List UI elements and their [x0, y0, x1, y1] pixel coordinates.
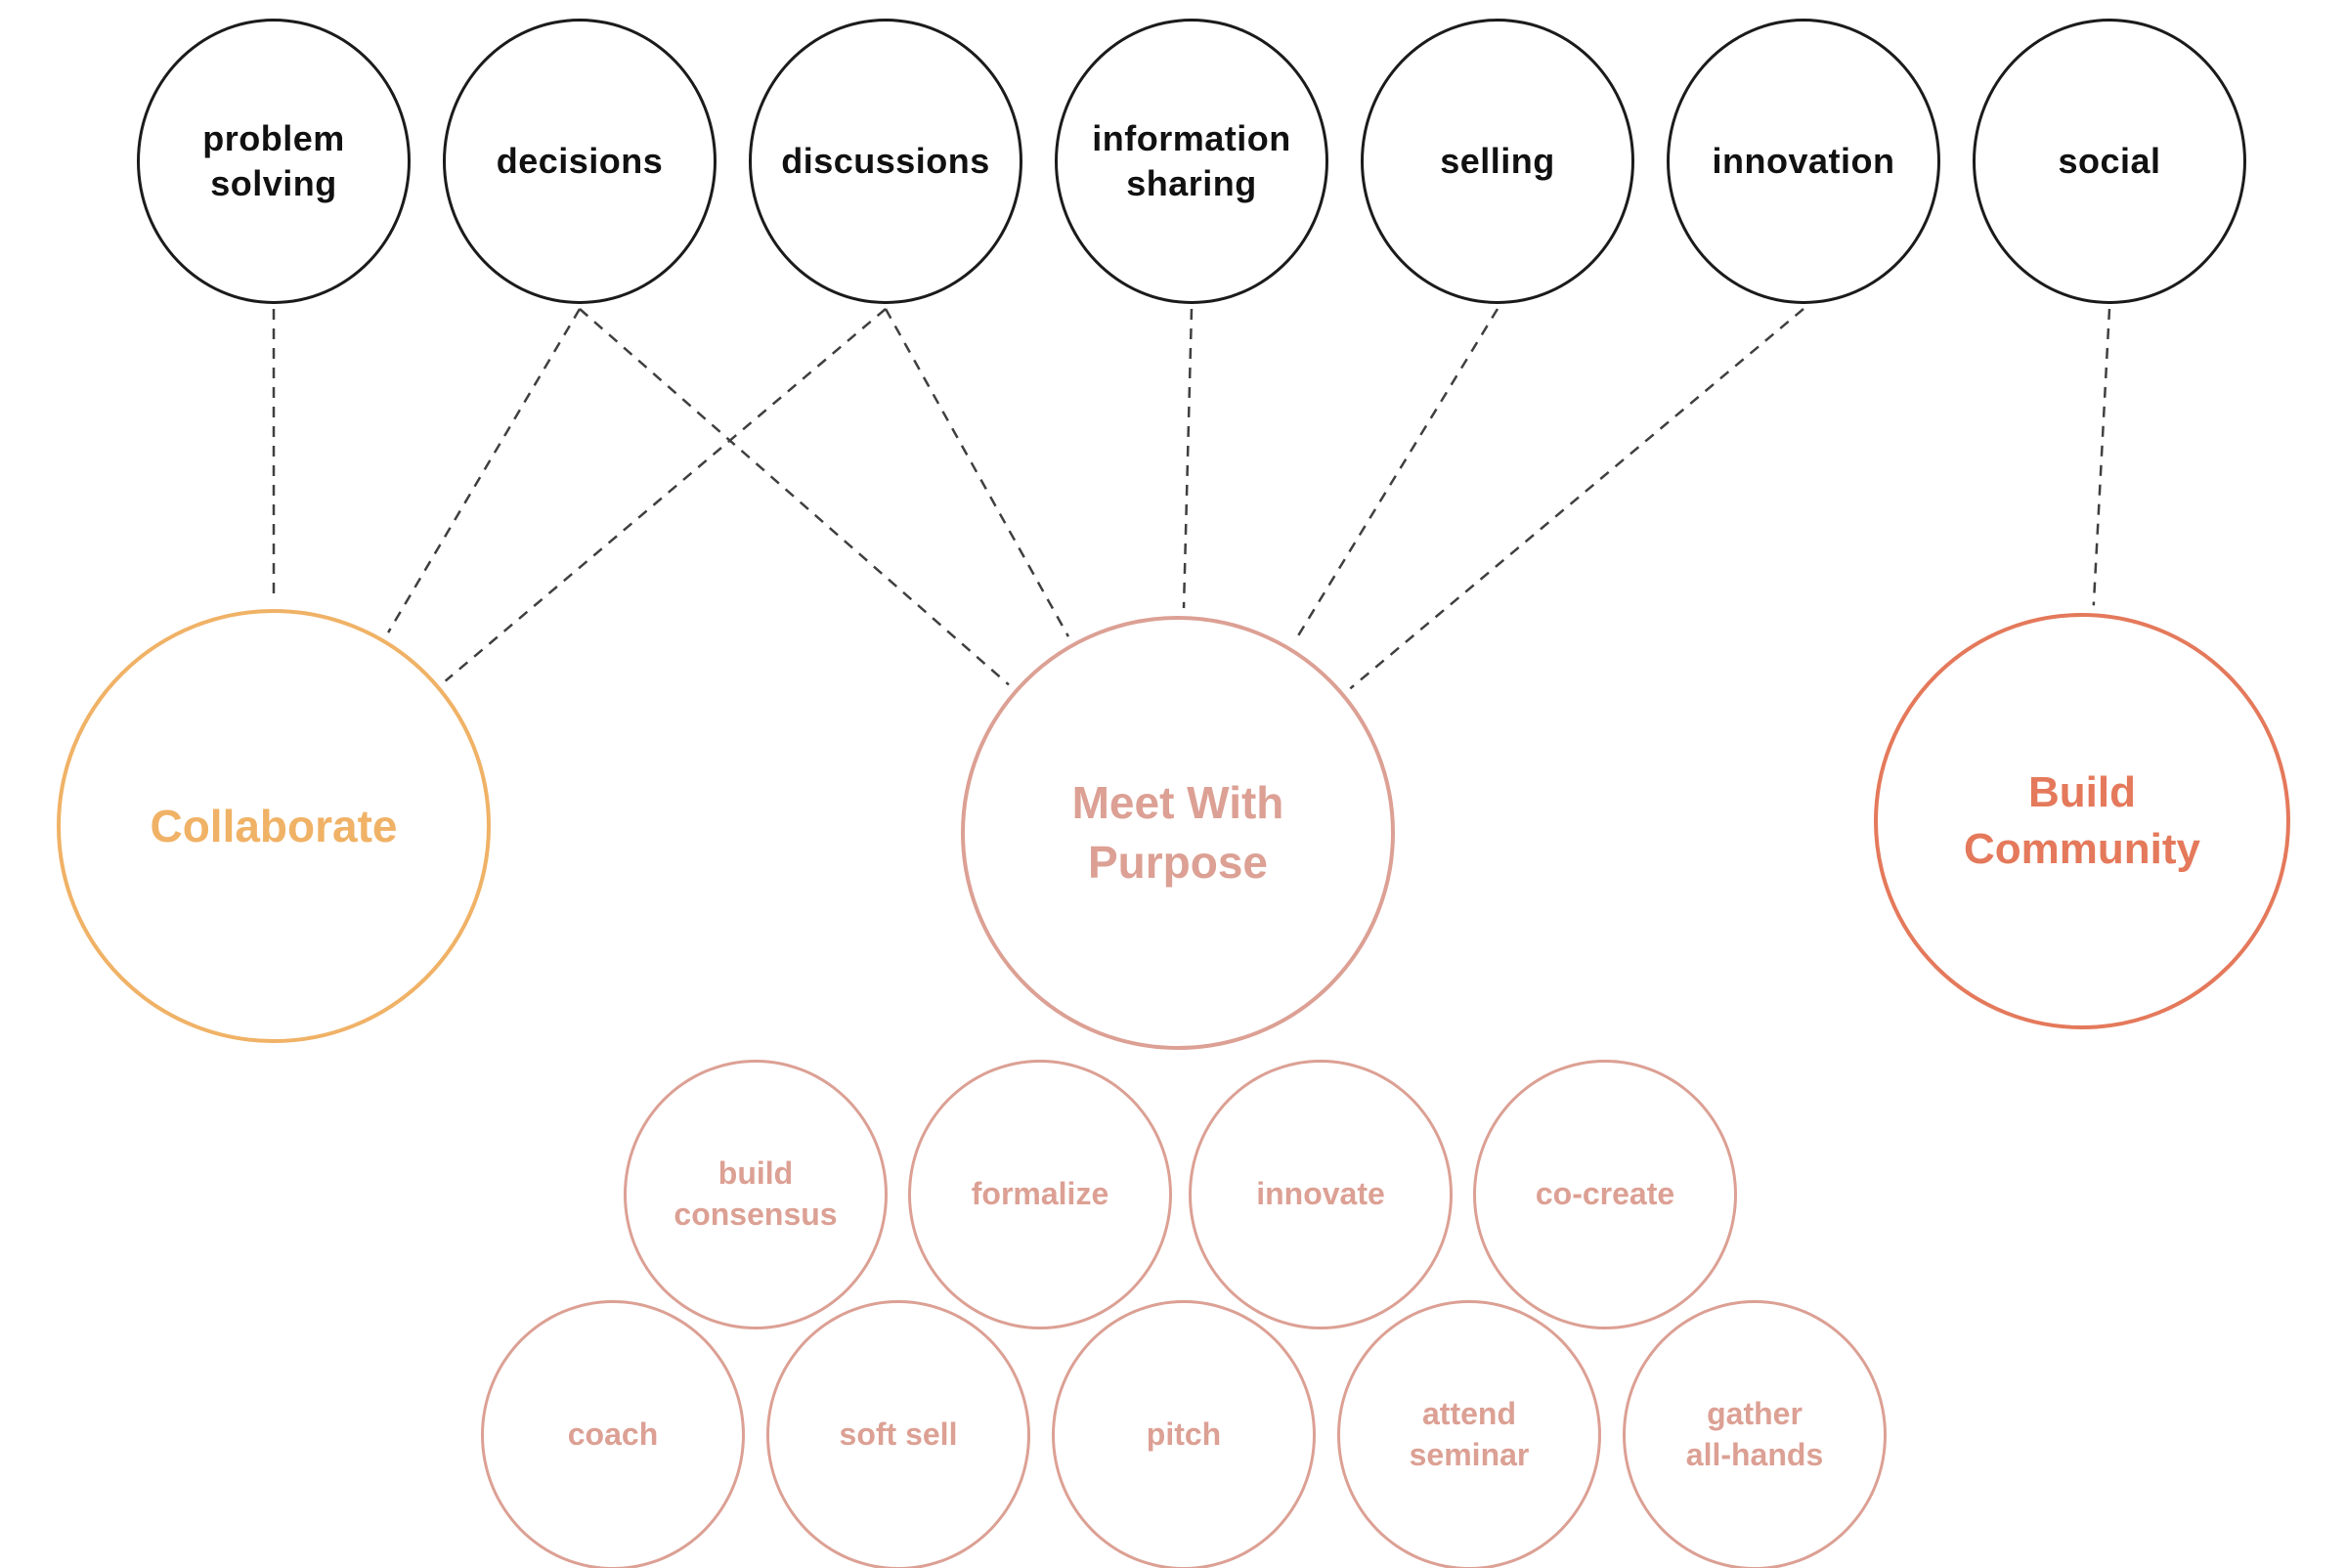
- node-co-create: co-create: [1473, 1060, 1737, 1329]
- node-label: innovate: [1256, 1176, 1385, 1212]
- edge-social-community: [2092, 308, 2111, 606]
- node-discussions: discussions: [749, 19, 1022, 304]
- node-attend-seminar: attend seminar: [1337, 1300, 1601, 1568]
- node-collaborate: Collaborate: [57, 609, 491, 1043]
- node-label: coach: [567, 1416, 659, 1453]
- node-coach: coach: [481, 1300, 745, 1568]
- node-label: innovation: [1712, 140, 1895, 181]
- node-label: social: [2058, 140, 2161, 181]
- node-information-sharing: information sharing: [1055, 19, 1328, 304]
- node-label: co-create: [1535, 1176, 1675, 1212]
- edge-discussions-collaborate: [444, 308, 887, 682]
- node-social: social: [1973, 19, 2246, 304]
- node-innovate: innovate: [1189, 1060, 1453, 1329]
- node-label: Meet With Purpose: [1071, 777, 1284, 888]
- edge-decisions-collaborate: [387, 308, 582, 633]
- edge-information-sharing-meet: [1182, 308, 1194, 609]
- node-label: gather all-hands: [1685, 1396, 1824, 1472]
- node-problem-solving: problem solving: [137, 19, 411, 304]
- node-label: pitch: [1146, 1416, 1222, 1453]
- node-innovation: innovation: [1667, 19, 1940, 304]
- node-label: build consensus: [673, 1155, 838, 1232]
- node-label: Build Community: [1964, 767, 2200, 873]
- node-label: attend seminar: [1409, 1396, 1530, 1472]
- node-formalize: formalize: [908, 1060, 1172, 1329]
- edge-selling-meet: [1293, 308, 1499, 642]
- edge-decisions-meet: [579, 308, 1010, 686]
- node-label: formalize: [971, 1176, 1109, 1212]
- node-label: soft sell: [839, 1416, 958, 1453]
- node-soft-sell: soft sell: [766, 1300, 1030, 1568]
- node-label: Collaborate: [150, 800, 398, 851]
- node-meet-with-purpose: Meet With Purpose: [961, 616, 1395, 1050]
- node-label: information sharing: [1092, 117, 1291, 203]
- node-label: problem solving: [202, 117, 345, 203]
- node-label: decisions: [496, 140, 664, 181]
- edge-innovation-meet: [1349, 308, 1804, 690]
- node-label: selling: [1440, 140, 1555, 181]
- node-gather-all-hands: gather all-hands: [1623, 1300, 1887, 1568]
- node-build-community: Build Community: [1874, 613, 2290, 1029]
- node-pitch: pitch: [1052, 1300, 1316, 1568]
- node-decisions: decisions: [443, 19, 717, 304]
- node-selling: selling: [1361, 19, 1634, 304]
- node-build-consensus: build consensus: [624, 1060, 888, 1329]
- node-label: discussions: [781, 140, 990, 181]
- edge-discussions-meet: [884, 308, 1070, 637]
